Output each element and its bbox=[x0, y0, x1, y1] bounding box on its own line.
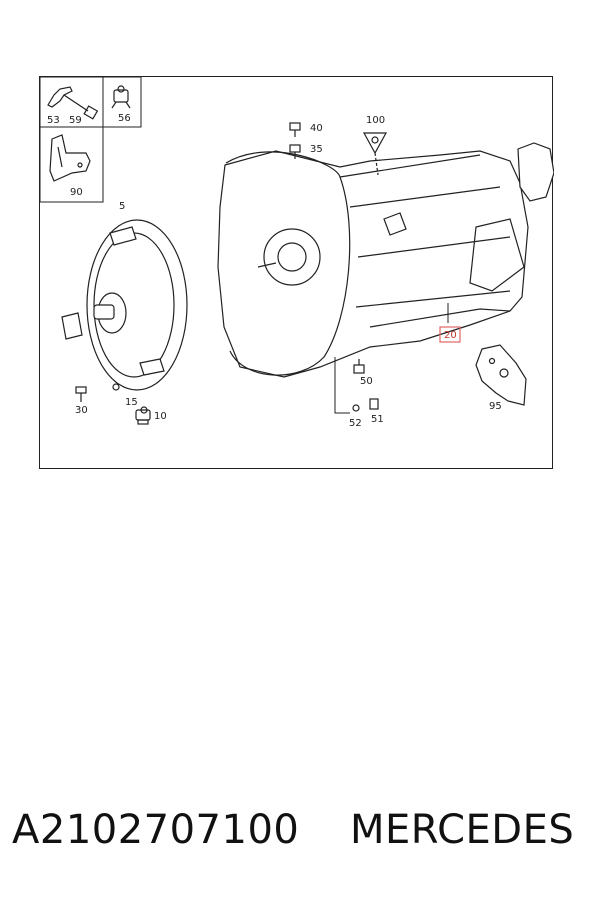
label-52: 52 bbox=[349, 418, 362, 429]
upper-bolts-icon bbox=[289, 122, 301, 159]
mount-bracket-icon bbox=[475, 344, 527, 406]
label-30: 30 bbox=[75, 405, 88, 416]
inset-boxes bbox=[40, 77, 142, 203]
label-90: 90 bbox=[70, 187, 83, 198]
exploded-view-svg: 53 59 56 90 5 30 15 10 40 35 100 50 52 5… bbox=[40, 77, 554, 429]
triangle-plate-icon bbox=[362, 132, 388, 176]
brand-name: MERCEDES bbox=[350, 807, 575, 853]
clip-icon bbox=[111, 85, 131, 109]
label-95: 95 bbox=[489, 401, 502, 412]
label-35: 35 bbox=[310, 144, 323, 155]
label-53: 53 bbox=[47, 115, 60, 126]
label-100: 100 bbox=[366, 115, 385, 126]
highlight-box bbox=[439, 326, 461, 343]
label-40: 40 bbox=[310, 123, 323, 134]
plate-bracket-icon bbox=[49, 134, 91, 182]
seal-plug-icon bbox=[135, 406, 151, 425]
lower-bolts-icon bbox=[352, 359, 379, 412]
label-20: 20 bbox=[444, 330, 457, 341]
label-50: 50 bbox=[360, 376, 373, 387]
label-51: 51 bbox=[371, 414, 384, 425]
bolt-icon bbox=[75, 386, 87, 402]
part-number: A2102707100 bbox=[12, 807, 300, 853]
leader-lines bbox=[334, 303, 449, 414]
label-56: 56 bbox=[118, 113, 131, 124]
part-caption: A2102707100 MERCEDES bbox=[0, 800, 600, 870]
transmission-housing-icon bbox=[217, 142, 554, 378]
label-10: 10 bbox=[154, 411, 167, 422]
parts-diagram: 53 59 56 90 5 30 15 10 40 35 100 50 52 5… bbox=[39, 76, 554, 469]
label-15: 15 bbox=[125, 397, 138, 408]
label-5: 5 bbox=[119, 201, 125, 212]
bracket-bolt-icon bbox=[47, 86, 99, 120]
label-59: 59 bbox=[69, 115, 82, 126]
torque-converter-icon bbox=[61, 219, 188, 391]
